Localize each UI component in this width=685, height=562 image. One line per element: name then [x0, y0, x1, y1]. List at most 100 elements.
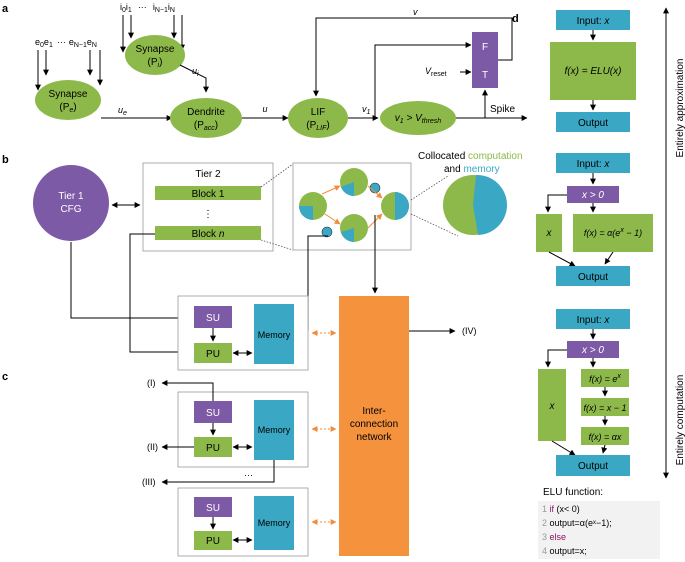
mux-f: F	[482, 42, 488, 53]
pie-node-4	[381, 192, 409, 220]
d2-condition	[567, 186, 619, 203]
core-1-memory-label: Memory	[258, 330, 291, 340]
block-1	[155, 186, 261, 200]
mux-t: T	[482, 70, 488, 81]
core-2-su-label: SU	[206, 408, 220, 419]
d2-x-block	[536, 214, 562, 252]
d2-input	[556, 153, 630, 173]
d2-output	[556, 266, 630, 286]
output-iv: (IV)	[462, 326, 477, 336]
lif-sub: (PLIF)	[306, 120, 329, 132]
core-2-pu	[194, 437, 232, 457]
collocated-line2: and memory	[444, 164, 500, 175]
dendrite-node	[170, 98, 242, 138]
code-line: 3 else	[542, 532, 566, 542]
entirely-computation-label: Entirely computation	[675, 375, 685, 466]
core-3-memory	[254, 496, 294, 550]
d3-input	[556, 309, 630, 329]
tier1-cfg-node	[33, 165, 109, 241]
d3-input-label: Input: x	[577, 315, 611, 326]
core-1-pu	[194, 343, 232, 363]
v-label: v	[413, 7, 418, 17]
tier2-label: Tier 2	[195, 169, 221, 180]
d3-ex-block	[581, 369, 629, 387]
d2-exp-label: f(x) = α(ex − 1)	[584, 227, 642, 238]
d3-ex-label: f(x) = ex	[589, 373, 621, 384]
synapse-pe-title: Synapse	[49, 89, 88, 100]
big-pie-node	[443, 174, 508, 235]
d3-ax-block	[581, 427, 629, 445]
core-2-su	[194, 401, 232, 423]
v1-label: v1	[362, 104, 371, 116]
excitatory-inputs-label: e0e1···eN−1eN	[35, 37, 97, 49]
panel-a-neuron-model: e0e1···eN−1eN Synapse (Pe) i0i1···iN−1iN…	[35, 2, 528, 138]
threshold-node	[380, 101, 456, 135]
d3-ax-label: f(x) = αx	[589, 432, 622, 442]
d3-condition	[567, 341, 619, 358]
d2-input-label: Input: x	[577, 159, 611, 170]
panel-c-cores: SU PU Memory SU PU Memory SU PU Memory I…	[142, 295, 477, 557]
core-1-pu-label: PU	[206, 349, 220, 360]
d1-input-label: Input: x	[577, 16, 611, 27]
pie-node-2	[340, 168, 368, 196]
spike-label: Spike	[490, 104, 515, 115]
d3-output-label: Output	[578, 461, 608, 472]
synapse-pi-title: Synapse	[136, 44, 175, 55]
core-3-pu-label: PU	[206, 536, 220, 547]
block-n	[155, 226, 261, 240]
dendrite-title: Dendrite	[187, 107, 225, 118]
memory-dot-2	[321, 226, 333, 238]
network-line1: Inter-	[362, 406, 385, 417]
core-3-pu	[194, 531, 232, 550]
panel-label-d: d	[512, 13, 519, 25]
code-line: 4 output=x;	[542, 546, 587, 556]
core-1-su-label: SU	[206, 313, 220, 324]
pie-node-3	[340, 214, 368, 242]
core-3-su	[194, 497, 232, 517]
d2-condition-label: x > 0	[581, 190, 604, 201]
d1-input	[556, 10, 630, 30]
core-2-pu-label: PU	[206, 443, 220, 454]
panel-b-architecture: Tier 1 CFG Tier 2 Block 1 ⋮ Block n	[33, 151, 523, 355]
synapse-pe-sub: (Pe)	[59, 102, 76, 114]
d3-xm1-block	[581, 398, 629, 416]
d3-condition-label: x > 0	[581, 345, 604, 356]
panel-d-elu: Input: x f(x) = ELU(x) Output Input: x x…	[536, 7, 685, 559]
code-line: 2 output=α(eˣ−1);	[542, 518, 612, 528]
synapse-pi-node	[125, 35, 185, 75]
interconnection-network	[339, 296, 409, 556]
lif-title: LIF	[311, 107, 325, 118]
mux-block	[472, 32, 498, 88]
core-1-su	[194, 306, 232, 328]
pie-node-1	[299, 192, 327, 220]
dendrite-sub: (Pacc)	[194, 120, 218, 132]
tier1-line1: Tier 1	[58, 191, 84, 202]
threshold-label: v1 > Vthresh	[395, 113, 442, 125]
panel-label-c: c	[2, 371, 8, 383]
synapse-pe-node	[35, 80, 101, 120]
elu-code-block	[538, 501, 660, 559]
panel-label-b: b	[2, 154, 9, 166]
output-i: (I)	[147, 378, 156, 388]
block-1-label: Block 1	[192, 189, 225, 200]
panel-label-a: a	[2, 3, 9, 15]
lif-node	[288, 98, 348, 138]
d3-xm1-label: f(x) = x − 1	[583, 403, 626, 413]
core-2-memory	[254, 400, 294, 460]
ue-label: ue	[118, 105, 127, 117]
core-1-memory	[254, 304, 294, 364]
output-dots: ···	[244, 470, 253, 480]
core-3-su-label: SU	[206, 503, 220, 514]
block-n-label: Block n	[192, 229, 225, 240]
output-ii: (II)	[147, 442, 158, 452]
u-label: u	[262, 104, 267, 114]
d3-x-label: x	[549, 401, 556, 412]
d1-output	[556, 112, 630, 132]
d1-output-label: Output	[578, 118, 608, 129]
ui-label: ui	[192, 66, 199, 78]
d2-exp-block	[573, 214, 653, 252]
elu-function-title: ELU function:	[543, 487, 603, 498]
code-line: 1 if (x< 0)	[542, 504, 580, 514]
d2-output-label: Output	[578, 272, 608, 283]
tier1-line2: CFG	[60, 204, 81, 215]
